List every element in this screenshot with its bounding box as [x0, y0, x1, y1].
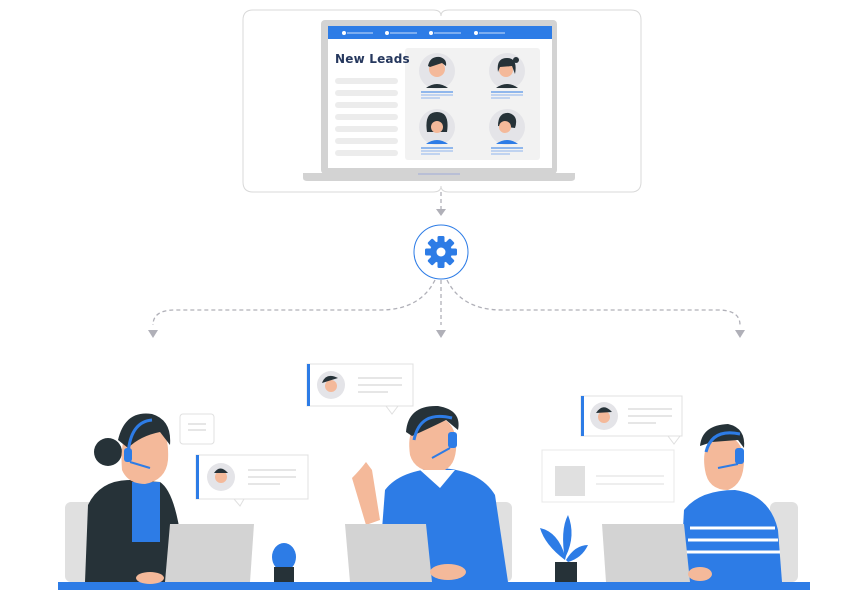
speech-bubble-icon [306, 363, 414, 415]
headset-icon [412, 414, 453, 441]
speech-bubble-icon [179, 413, 215, 445]
dashboard-title: New Leads [335, 52, 410, 66]
lead-avatar [419, 53, 455, 99]
agent-right [541, 395, 798, 582]
plant-icon [540, 515, 588, 582]
desk [58, 582, 810, 590]
lead-avatar [419, 109, 455, 155]
gear-icon [413, 224, 469, 280]
speech-bubble-icon [541, 449, 675, 503]
arrow-down-icon [148, 209, 745, 338]
agent-left [65, 413, 309, 584]
placeholder-lines [335, 78, 398, 156]
laptop-dashboard [303, 20, 575, 181]
laptop-icon [165, 524, 254, 582]
lead-avatar [489, 53, 525, 99]
laptop-icon [602, 524, 690, 582]
speech-bubble-icon [195, 454, 309, 507]
speech-bubble-icon [580, 395, 683, 445]
lead-avatar [489, 109, 525, 155]
flow-connectors [152, 192, 741, 326]
headset-icon [704, 431, 741, 453]
agent-center [306, 363, 512, 582]
plant-icon [272, 543, 296, 582]
laptop-base [303, 173, 575, 181]
dashboard-frame [242, 9, 642, 193]
lead-avatars [419, 53, 525, 155]
laptop-icon [345, 524, 432, 582]
dashboard-nav-bar [328, 26, 552, 39]
